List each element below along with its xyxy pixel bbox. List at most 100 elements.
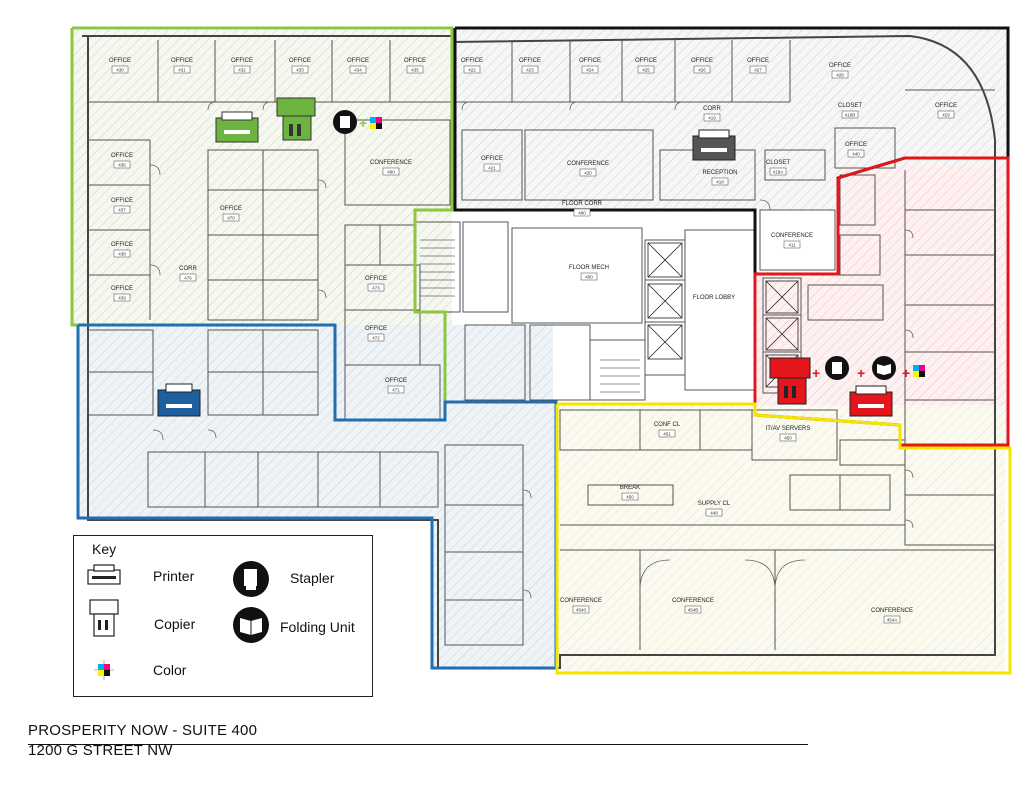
printer-icon[interactable] [157,383,201,417]
room-number-box [367,283,385,292]
room-label: CONFERENCE [871,608,913,614]
room-label: FLOOR CORR [562,201,603,207]
room-number-box [580,272,598,281]
room-label: CORR [703,106,721,112]
room-number-box [113,160,131,169]
room-labels: OFFICE430OFFICE431OFFICE432OFFICE433OFFI… [109,58,957,624]
room-number-box [291,65,309,74]
room-number: 423 [526,68,534,73]
room-label: OFFICE [365,326,387,332]
room-label: CONFERENCE [672,598,714,604]
door-swings [149,101,914,599]
room-number: 425 [642,68,650,73]
room-number-box [693,65,711,74]
room-number-box [483,163,501,172]
printer-icon[interactable] [215,111,259,143]
copier-icon[interactable] [276,97,316,141]
room-number: 418 [716,180,724,185]
legend: Key Printer Copier Color Stapler Folding… [73,535,373,697]
room-label: RECEPTION [702,170,737,176]
room-label: OFFICE [935,103,957,109]
copier-icon[interactable] [769,357,811,405]
room-label: OFFICE [829,63,851,69]
room-label: OFFICE [365,276,387,282]
legend-color-label: Color [153,662,187,678]
room-number: 419B [845,113,856,118]
stapler-icon [233,561,269,597]
room-number: 450 [784,436,792,441]
room-number: 421 [488,166,496,171]
interior-walls [87,40,996,650]
legend-folding-unit-label: Folding Unit [280,619,355,635]
room-number-box [831,70,849,79]
room-number: 450 [626,495,634,500]
room-number: 432 [238,68,246,73]
color-icon [94,660,114,680]
blue-zone-outline [76,323,558,670]
printer-icon[interactable] [692,129,736,161]
room-number: 436 [118,163,126,168]
room-label: OFFICE [579,58,601,64]
room-label: OFFICE [747,58,769,64]
room-label: CONFERENCE [771,233,813,239]
room-number: 476 [184,276,192,281]
printer-icon [87,564,121,585]
plus-icon: + [902,365,910,381]
room-number: 454A [887,618,898,623]
plan-title: PROSPERITY NOW - SUITE 400 [28,722,258,739]
room-number-box [847,149,865,158]
room-number-box [406,65,424,74]
copier-icon [89,599,119,637]
room-number: 411 [788,243,796,248]
room-label: OFFICE [845,142,867,148]
room-number: 448 [710,511,718,516]
legend-copier-label: Copier [154,616,196,632]
room-number-box [173,65,191,74]
room-label: OFFICE [111,286,133,292]
stairs [420,239,640,393]
room-number-box [367,333,385,342]
room-number: 427 [754,68,762,73]
room-number-box [779,433,797,442]
folding-unit-icon[interactable] [872,356,896,380]
stapler-icon[interactable] [825,356,849,380]
room-number-box [703,113,721,122]
room-number: 433 [296,68,304,73]
color-icon [913,365,925,377]
room-number-box [233,65,251,74]
room-number: 434 [354,68,362,73]
room-number-box [521,65,539,74]
room-number-box [581,65,599,74]
room-number-box [711,177,729,186]
room-label: CLOSET [766,160,790,166]
room-number-box [382,167,400,176]
room-number-box [579,168,597,177]
room-number: 435 [411,68,419,73]
room-number: 451 [663,432,671,437]
stapler-icon[interactable] [333,110,357,134]
plus-icon: + [857,365,865,381]
room-number: 437 [118,208,126,213]
room-label: IT/AV SERVERS [766,426,811,432]
room-number: 429 [942,113,950,118]
room-label: OFFICE [461,58,483,64]
zone-fills [72,30,1010,673]
room-number: 418A [773,170,784,175]
room-number-box [841,110,859,119]
room-number-box [387,385,405,394]
room-label: FLOOR LOBBY [693,295,735,301]
printer-icon[interactable] [849,385,893,417]
room-number-box [937,110,955,119]
room-number-box [222,213,240,222]
room-number-box [749,65,767,74]
legend-heading: Key [92,541,117,557]
color-icon [370,117,382,129]
room-number: 438 [118,252,126,257]
room-label: CONFERENCE [560,598,602,604]
room-number-box [463,65,481,74]
room-label: OFFICE [385,378,407,384]
room-label: CONFERENCE [370,160,412,166]
room-number-box [883,615,901,624]
room-number-box [113,293,131,302]
